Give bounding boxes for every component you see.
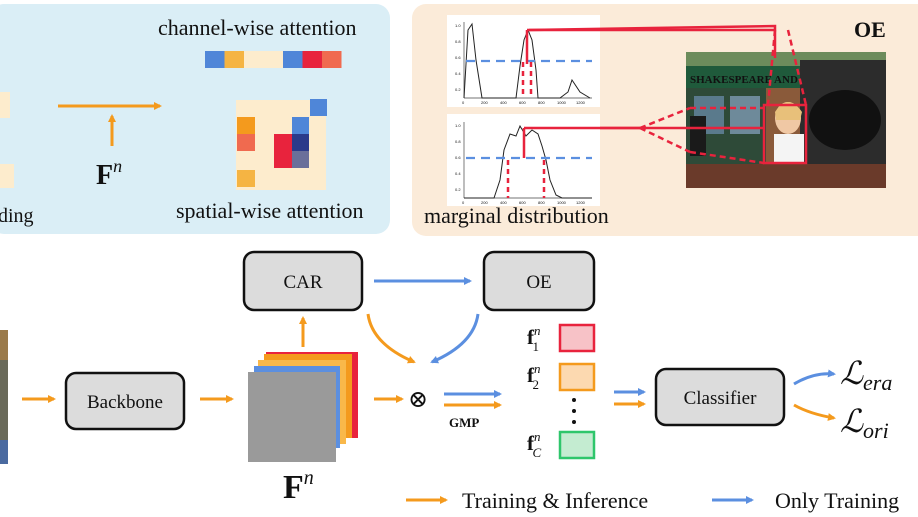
legend-only-training: Only Training bbox=[775, 488, 899, 513]
spatial-attention-map bbox=[236, 99, 327, 190]
channel-wise-label: channel-wise attention bbox=[158, 15, 357, 40]
legend: Training & Inference Only Training bbox=[406, 488, 899, 513]
gmp-label: GMP bbox=[449, 415, 479, 430]
oe-box bbox=[482, 250, 596, 312]
svg-text:0.6: 0.6 bbox=[455, 155, 461, 160]
car-box bbox=[242, 250, 364, 312]
svg-text:1.0: 1.0 bbox=[455, 23, 461, 28]
svg-text:0.4: 0.4 bbox=[455, 71, 461, 76]
svg-text:400: 400 bbox=[500, 200, 507, 205]
oe-label: OE bbox=[526, 272, 551, 293]
classifier-label: Classifier bbox=[684, 388, 757, 409]
classifier-box bbox=[654, 367, 786, 427]
svg-text:1200: 1200 bbox=[576, 200, 586, 205]
svg-text:fn1: fn1 bbox=[527, 323, 541, 354]
svg-text:fn2: fn2 bbox=[527, 361, 541, 392]
svg-text:600: 600 bbox=[519, 100, 526, 105]
multiply-operator: ⊗ bbox=[408, 387, 428, 413]
svg-text:200: 200 bbox=[481, 100, 488, 105]
svg-text:0: 0 bbox=[462, 200, 465, 205]
channel-attention-bar bbox=[205, 51, 342, 68]
oe-panel: OE 1.0 0.8 0.6 0.4 0.2 0 200 400 600 800… bbox=[412, 4, 918, 236]
channel-cell bbox=[263, 51, 283, 68]
svg-text:1200: 1200 bbox=[576, 100, 586, 105]
channel-cell bbox=[205, 51, 225, 68]
svg-text:400: 400 bbox=[500, 100, 507, 105]
backbone-label: Backbone bbox=[87, 392, 163, 413]
channel-cell bbox=[244, 51, 264, 68]
input-fragment-top bbox=[0, 92, 10, 118]
marginal-distribution-caption: marginal distribution bbox=[424, 203, 609, 228]
feature-map-stack bbox=[248, 352, 358, 462]
feature-symbol-bottom: Fn bbox=[283, 467, 314, 506]
backbone-box bbox=[64, 371, 186, 431]
feature-vector-ellipsis bbox=[572, 398, 576, 424]
svg-text:0: 0 bbox=[462, 100, 465, 105]
channel-cell bbox=[302, 51, 322, 68]
attention-panel: ding Fn channel-wise attention spatial-w… bbox=[0, 4, 390, 234]
svg-text:600: 600 bbox=[519, 200, 526, 205]
channel-cell bbox=[283, 51, 303, 68]
cut-label: ding bbox=[0, 205, 34, 227]
svg-text:800: 800 bbox=[538, 200, 545, 205]
feature-symbol-top: Fn bbox=[96, 156, 122, 191]
spatial-wise-label: spatial-wise attention bbox=[176, 198, 364, 223]
svg-text:0.8: 0.8 bbox=[455, 39, 461, 44]
loss-era: ℒera bbox=[840, 355, 892, 395]
svg-text:0.2: 0.2 bbox=[455, 87, 461, 92]
svg-text:0.6: 0.6 bbox=[455, 55, 461, 60]
svg-text:200: 200 bbox=[481, 200, 488, 205]
svg-text:0.4: 0.4 bbox=[455, 171, 461, 176]
marginal-plot-2: 1.0 0.8 0.6 0.4 0.2 0 200 400 600 800 10… bbox=[447, 114, 600, 206]
loss-ori: ℒori bbox=[840, 403, 889, 443]
car-label: CAR bbox=[283, 272, 322, 293]
svg-text:1.0: 1.0 bbox=[455, 123, 461, 128]
svg-text:1000: 1000 bbox=[557, 200, 567, 205]
input-fragment-bottom bbox=[0, 164, 14, 188]
channel-cell bbox=[322, 51, 342, 68]
legend-training-inference: Training & Inference bbox=[462, 488, 648, 513]
example-photo: SHAKESPEARE AND COMPANY bbox=[686, 52, 886, 188]
input-image-fragment bbox=[0, 330, 8, 464]
svg-text:0.8: 0.8 bbox=[455, 139, 461, 144]
svg-text:fnC: fnC bbox=[527, 429, 542, 460]
svg-text:0.2: 0.2 bbox=[455, 187, 461, 192]
svg-text:800: 800 bbox=[538, 100, 545, 105]
channel-cell bbox=[224, 51, 244, 68]
svg-text:1000: 1000 bbox=[557, 100, 567, 105]
oe-title: OE bbox=[854, 17, 886, 42]
